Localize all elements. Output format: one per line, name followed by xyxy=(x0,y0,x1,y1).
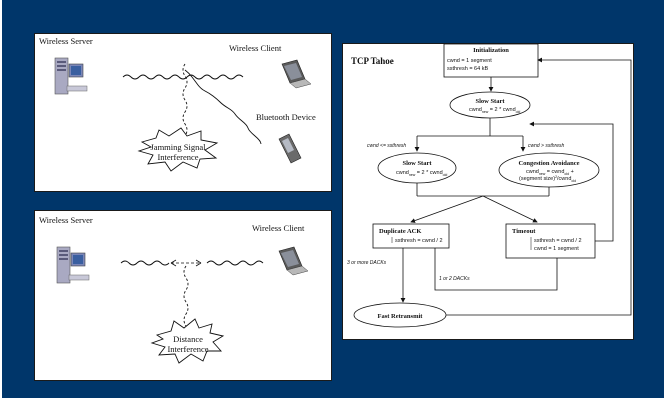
jamming-label-2: Interference xyxy=(157,152,198,162)
dupack-title: Duplicate ACK xyxy=(379,228,421,235)
distance-label-1: Distance xyxy=(173,334,203,344)
label-1-2-dacks: 1 or 2 DACKs xyxy=(439,276,470,282)
client-label: Wireless Client xyxy=(229,43,282,53)
fast-retransmit-label: Fast Retransmit xyxy=(378,313,424,320)
server-label: Wireless Server xyxy=(39,36,93,46)
jamming-label-1: Jamming Signal xyxy=(150,142,206,152)
ca-formula-1: cwndnew = cwndold + xyxy=(526,169,574,176)
server-label: Wireless Server xyxy=(39,215,93,225)
laptop-icon xyxy=(278,246,309,276)
init-ssthresh: ssthresh = 64 kB xyxy=(447,66,488,72)
tcp-tahoe-diagram: TCP Tahoe Initialization cwnd = 1 segmen… xyxy=(347,43,632,328)
wireless-link-server-client xyxy=(122,74,244,80)
timeout-line-2: cwnd = 1 segment xyxy=(534,246,579,252)
init-cwnd: cwnd = 1 segment xyxy=(447,58,492,64)
distance-diagram: Wireless Server Wireless Client Distance… xyxy=(39,215,309,364)
slow-start-top-node xyxy=(449,91,531,119)
ca-formula-2: (segment size)2/cwndold xyxy=(519,175,576,183)
bluetooth-device-icon xyxy=(278,133,302,164)
timeout-box xyxy=(505,223,596,259)
arrow-to-dupack xyxy=(410,195,484,223)
ss-top-formula: cwndnew = 2 * cwndold xyxy=(469,107,520,114)
server-icon xyxy=(56,246,90,284)
distance-path xyxy=(183,265,189,327)
timeout-title: Timeout xyxy=(512,228,536,235)
timeout-line-1: ssthresh = cwnd / 2 xyxy=(534,238,582,244)
wireless-link-left xyxy=(120,260,170,266)
jamming-burst-shape xyxy=(137,127,219,172)
jamming-scenario-panel: Wireless Server Wireless Client Bluetoot… xyxy=(34,33,332,192)
ss-left-title: Slow Start xyxy=(402,160,432,167)
init-title: Initialization xyxy=(473,47,509,54)
bluetooth-label: Bluetooth Device xyxy=(256,112,316,122)
distance-label-2: Interference xyxy=(167,344,208,354)
dupack-box xyxy=(372,223,450,249)
client-label: Wireless Client xyxy=(252,223,305,233)
cond-left-label: cwnd <= ssthresh xyxy=(367,143,406,149)
distance-burst-shape xyxy=(150,318,225,364)
distance-arrow xyxy=(170,259,202,267)
slow-start-left-node xyxy=(377,152,457,184)
dupack-line: ssthresh = cwnd / 2 xyxy=(395,238,443,244)
jamming-path xyxy=(182,63,188,147)
jamming-diagram: Wireless Server Wireless Client Bluetoot… xyxy=(39,36,316,172)
label-3-dacks: 3 or more DACKs xyxy=(347,260,387,266)
init-box xyxy=(443,43,539,78)
distance-scenario-panel: Wireless Server Wireless Client Distance… xyxy=(34,210,332,381)
laptop-icon xyxy=(281,59,312,89)
wireless-link-bluetooth xyxy=(184,69,262,145)
path-1-2-dacks xyxy=(434,248,558,291)
loop-to-init xyxy=(446,57,632,316)
ca-title: Congestion Avoidance xyxy=(518,160,579,167)
tcp-tahoe-panel: TCP Tahoe Initialization cwnd = 1 segmen… xyxy=(342,43,634,340)
cond-right-label: cwnd > ssthresh xyxy=(528,143,564,149)
tcp-title: TCP Tahoe xyxy=(351,56,394,66)
wireless-link-right xyxy=(206,260,264,266)
ss-top-title: Slow Start xyxy=(475,98,505,105)
ss-left-formula: cwndnew = 2 * cwndold xyxy=(396,170,447,177)
loop-timeout-to-ss xyxy=(529,121,614,242)
server-icon xyxy=(54,57,88,95)
arrow-to-timeout xyxy=(482,195,538,223)
